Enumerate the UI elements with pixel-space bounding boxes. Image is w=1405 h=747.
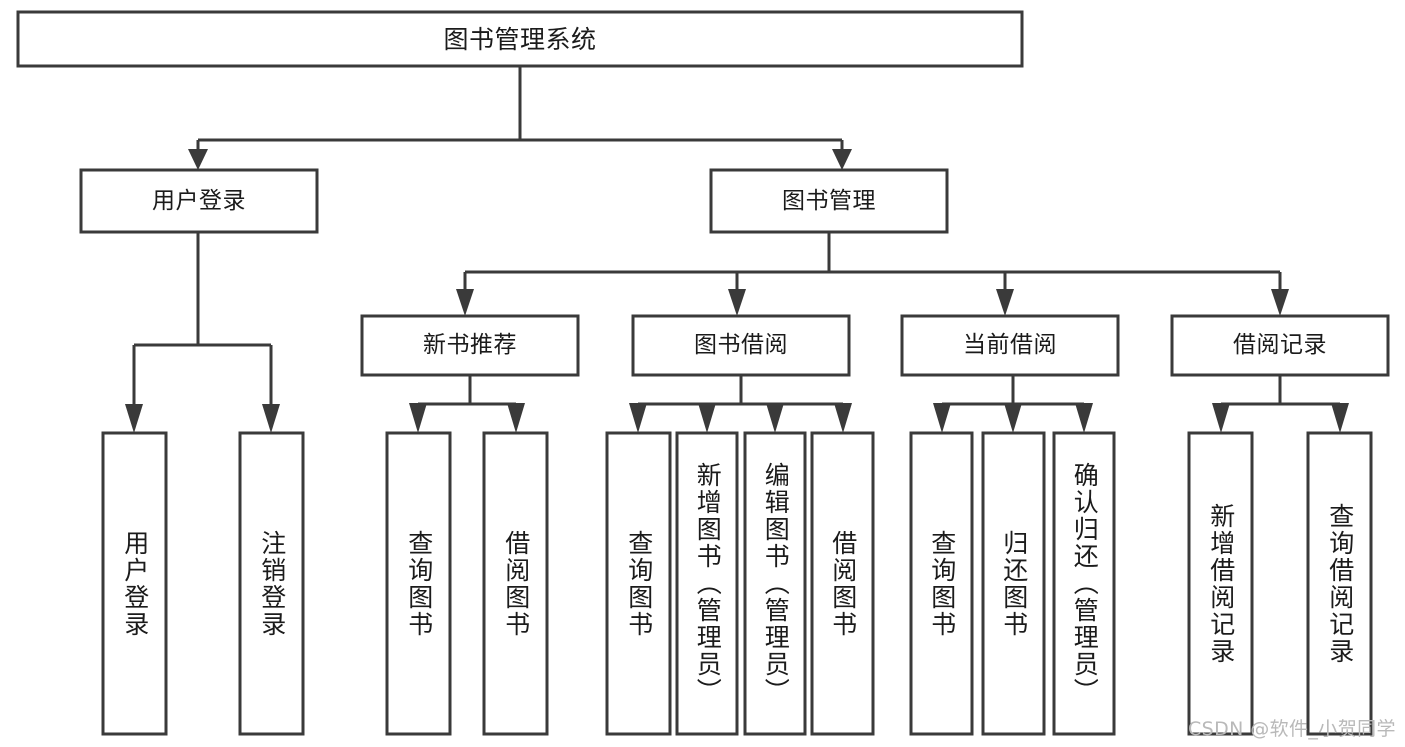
connector-book-manage-to-level2 bbox=[456, 232, 1289, 316]
node-leaf-edit-book[interactable] bbox=[743, 431, 807, 736]
arrow-icon-br-leaf-1 bbox=[1212, 403, 1230, 433]
arrow-icon-bb-leaf-4 bbox=[834, 403, 852, 433]
node-leaf-add-record[interactable] bbox=[1187, 431, 1254, 736]
arrow-icon-bm-child-1 bbox=[456, 289, 474, 316]
arrow-icon-nbr-leaf-1 bbox=[409, 403, 427, 433]
arrow-icon-bm-child-3 bbox=[996, 289, 1014, 316]
arrow-icon-user-leaf-1 bbox=[125, 404, 143, 433]
node-leaf-user-logout[interactable] bbox=[238, 431, 305, 736]
arrow-icon-br-leaf-2 bbox=[1331, 403, 1349, 433]
arrow-icon-user-leaf-2 bbox=[262, 404, 280, 433]
arrow-icon-cb-leaf-3 bbox=[1075, 403, 1093, 433]
connector-root-to-level1 bbox=[188, 66, 852, 170]
node-leaf-user-login[interactable] bbox=[101, 431, 168, 736]
connector-current-borrow-to-leaves bbox=[933, 375, 1093, 433]
node-borrow-record[interactable] bbox=[1170, 314, 1390, 377]
connector-new-book-recommend-to-leaves bbox=[409, 375, 525, 433]
node-book-manage[interactable] bbox=[709, 168, 949, 234]
node-current-borrow[interactable] bbox=[900, 314, 1120, 377]
arrow-icon-cb-leaf-1 bbox=[933, 403, 951, 433]
arrow-icon-bm-child-2 bbox=[728, 289, 746, 316]
node-book-borrow[interactable] bbox=[631, 314, 851, 377]
node-leaf-query-book-1[interactable] bbox=[385, 431, 452, 736]
node-leaf-borrow-book-2[interactable] bbox=[810, 431, 875, 736]
arrow-icon-nbr-leaf-2 bbox=[507, 403, 525, 433]
node-leaf-return-book[interactable] bbox=[981, 431, 1046, 736]
arrow-icon-bm-child-4 bbox=[1271, 289, 1289, 316]
arrow-icon-bb-leaf-3 bbox=[766, 403, 784, 433]
connector-user-login-to-leaves bbox=[125, 232, 280, 433]
arrow-icon-bb-leaf-2 bbox=[698, 403, 716, 433]
node-leaf-borrow-book-1[interactable] bbox=[482, 431, 549, 736]
arrow-icon-bb-leaf-1 bbox=[629, 403, 647, 433]
connector-book-borrow-to-leaves bbox=[629, 375, 852, 433]
csdn-watermark: CSDN @软件_小贺同学 bbox=[1188, 718, 1396, 740]
node-new-book-recommend[interactable] bbox=[360, 314, 580, 377]
node-leaf-confirm-return[interactable] bbox=[1052, 431, 1116, 736]
node-leaf-add-book[interactable] bbox=[675, 431, 739, 736]
connector-borrow-record-to-leaves bbox=[1212, 375, 1349, 433]
node-user-login[interactable] bbox=[79, 168, 319, 234]
arrow-icon-root-book bbox=[832, 149, 852, 170]
node-leaf-query-record[interactable] bbox=[1306, 431, 1373, 736]
node-leaf-query-book-3[interactable] bbox=[909, 431, 974, 736]
arrow-icon-cb-leaf-2 bbox=[1004, 403, 1022, 433]
node-leaf-query-book-2[interactable] bbox=[605, 431, 672, 736]
node-root[interactable] bbox=[16, 10, 1024, 68]
arrow-icon-root-user bbox=[188, 149, 208, 170]
